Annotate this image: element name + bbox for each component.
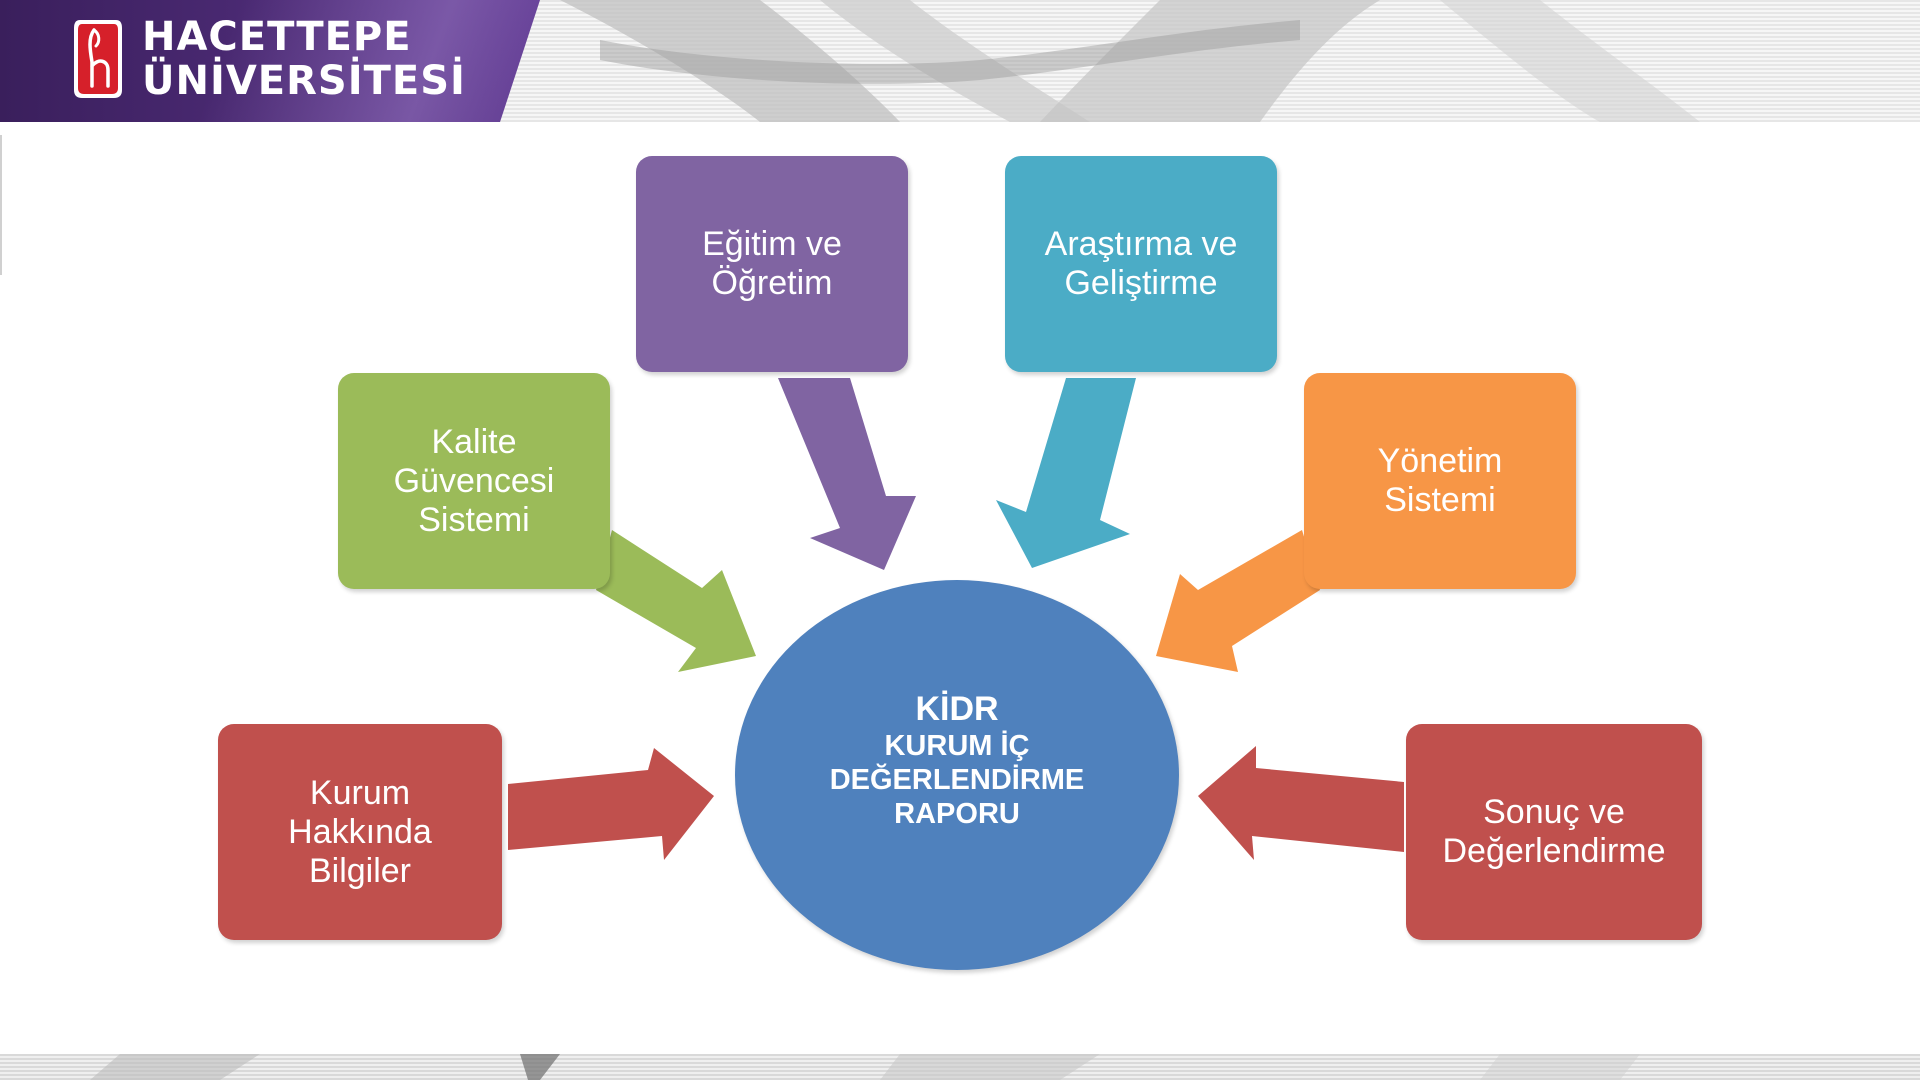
arrow-sonuc — [1198, 746, 1404, 860]
center-title: KİDR — [915, 690, 999, 728]
arrow-kalite — [596, 530, 756, 672]
header-banner: HACETTEPE ÜNİVERSİTESİ — [0, 0, 1920, 122]
box-kalite-guvencesi-sistemi: Kalite Güvencesi Sistemi — [338, 373, 610, 589]
logo-text-line2: ÜNİVERSİTESİ — [142, 58, 466, 104]
box-yonetim-sistemi: Yönetim Sistemi — [1304, 373, 1576, 589]
arrow-kurum — [508, 748, 714, 860]
arrow-yonetim — [1156, 530, 1320, 672]
box-sonuc-ve-degerlendirme: Sonuç ve Değerlendirme — [1406, 724, 1702, 940]
box-egitim-ve-ogretim: Eğitim ve Öğretim — [636, 156, 908, 372]
arrow-arastirma — [996, 378, 1136, 568]
box-arastirma-ve-gelistirme: Araştırma ve Geliştirme — [1005, 156, 1277, 372]
header-photo-background — [560, 0, 1700, 122]
left-edge-divider — [0, 135, 2, 275]
arrow-egitim — [778, 378, 916, 570]
center-subtitle: KURUM İÇ DEĞERLENDİRME RAPORU — [829, 730, 1085, 830]
box-kurum-hakkinda-bilgiler: Kurum Hakkında Bilgiler — [218, 724, 502, 940]
footer-band — [0, 1054, 1920, 1080]
center-circle-kidr: KİDR KURUM İÇ DEĞERLENDİRME RAPORU — [735, 580, 1179, 970]
logo-text-line1: HACETTEPE — [142, 14, 412, 60]
hacettepe-logo-icon — [74, 20, 122, 98]
footer-photo-background — [90, 1054, 1640, 1080]
